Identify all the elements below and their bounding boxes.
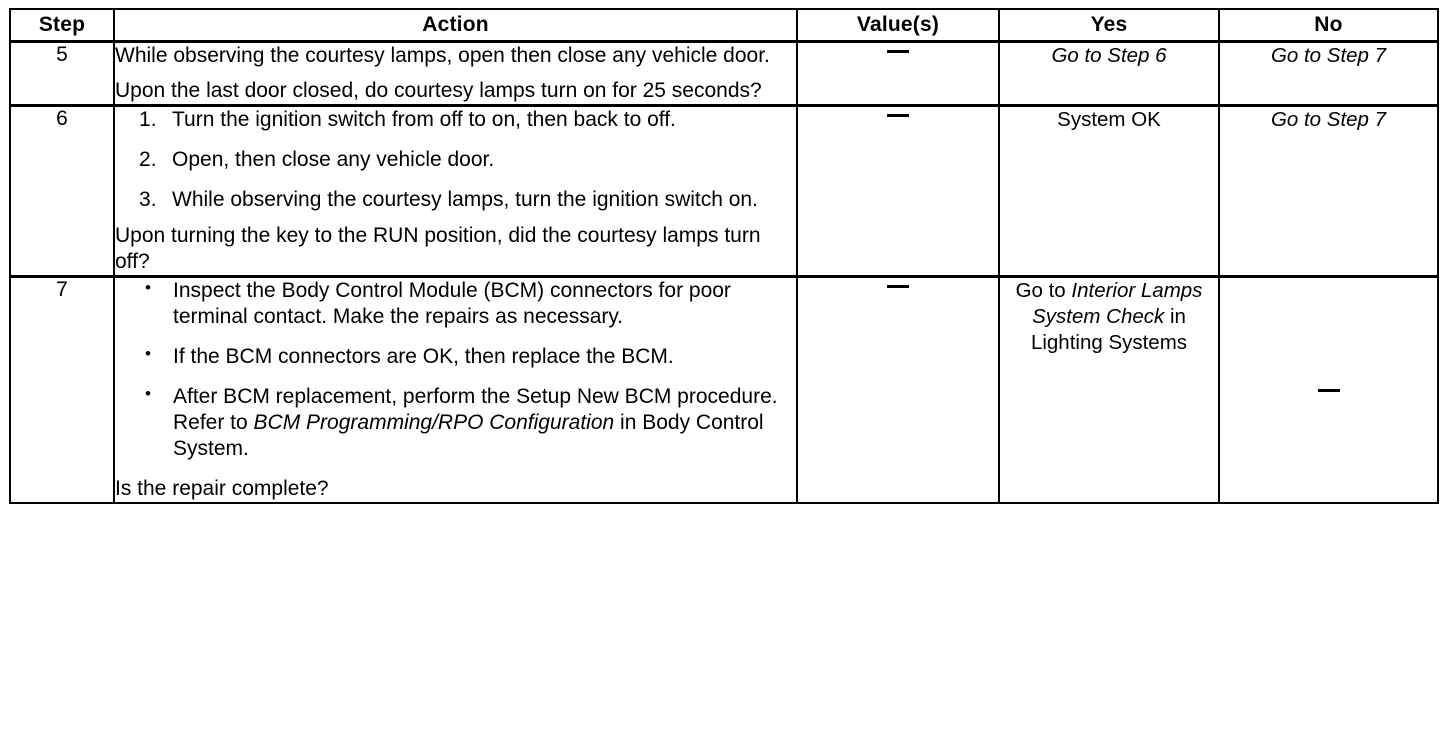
list-item: If the BCM connectors are OK, then repla… <box>115 343 796 370</box>
list-item: Turn the ignition switch from off to on,… <box>139 107 676 133</box>
bullet-text-post: in Body Control System. <box>173 411 764 461</box>
yes-action-link: Go to Step 6 <box>1051 44 1167 67</box>
no-action-link: Go to Step 7 <box>1270 108 1387 132</box>
yes-cell: System OK <box>998 104 1220 278</box>
bulleted-instruction-list: Inspect the Body Control Module (BCM) co… <box>115 277 796 462</box>
no-action-link: Go to Step 7 <box>1270 44 1387 67</box>
bullet-text-italic: BCM Programming/RPO Configuration <box>253 411 615 435</box>
yes-result-text: System OK <box>1057 108 1161 132</box>
value-cell <box>796 104 1000 278</box>
action-cell: Inspect the Body Control Module (BCM) co… <box>113 275 798 505</box>
value-cell <box>796 39 1000 107</box>
list-item: Open, then close any vehicle door. <box>139 147 495 173</box>
table-row: 7 Inspect the Body Control Module (BCM) … <box>9 275 1439 505</box>
action-cell: Turn the ignition switch from off to on,… <box>113 104 798 278</box>
step-number-cell: 7 <box>9 275 115 505</box>
list-item: After BCM replacement, perform the Setup… <box>115 383 796 462</box>
yes-text-post: in Lighting Systems <box>1030 305 1188 354</box>
em-dash-glyph <box>887 285 909 289</box>
yes-text-pre: Go to <box>1015 279 1072 303</box>
column-header-no: No <box>1218 8 1439 43</box>
column-header-yes: Yes <box>998 8 1220 43</box>
column-header-step: Step <box>9 8 115 43</box>
numbered-instruction-list: Turn the ignition switch from off to on,… <box>115 107 796 213</box>
action-question: Is the repair complete? <box>115 477 329 501</box>
column-header-action: Action <box>113 8 798 43</box>
list-item: While observing the courtesy lamps, turn… <box>139 187 758 213</box>
bullet-text-pre: After BCM replacement, perform the Setup… <box>173 385 778 435</box>
em-dash-glyph <box>1317 389 1340 393</box>
yes-action-link: Go to Interior Lamps System Check in Lig… <box>1016 279 1203 354</box>
no-cell: Go to Step 7 <box>1218 39 1439 107</box>
em-dash-glyph <box>887 50 909 54</box>
action-paragraph: While observing the courtesy lamps, open… <box>115 44 770 67</box>
action-question: Upon turning the key to the RUN position… <box>115 224 761 274</box>
action-question: Upon the last door closed, do courtesy l… <box>115 79 762 103</box>
action-cell: While observing the courtesy lamps, open… <box>113 39 798 107</box>
table-row: 5 While observing the courtesy lamps, op… <box>9 39 1439 107</box>
yes-text-italic: Interior Lamps System Check <box>1032 279 1203 329</box>
no-cell <box>1218 275 1439 505</box>
value-cell <box>796 275 1000 505</box>
column-header-value: Value(s) <box>796 8 1000 43</box>
diagnostic-procedure-table: Step Action Value(s) Yes No 5 While obse… <box>9 8 1439 505</box>
em-dash-glyph <box>887 114 909 118</box>
table-header-row: Step Action Value(s) Yes No <box>9 8 1439 43</box>
yes-cell: Go to Step 6 <box>998 39 1220 107</box>
step-number-cell: 5 <box>9 39 115 107</box>
no-cell: Go to Step 7 <box>1218 104 1439 278</box>
yes-cell: Go to Interior Lamps System Check in Lig… <box>998 275 1220 505</box>
table-row: 6 Turn the ignition switch from off to o… <box>9 104 1439 278</box>
step-number-cell: 6 <box>9 104 115 278</box>
list-item: Inspect the Body Control Module (BCM) co… <box>115 277 796 330</box>
